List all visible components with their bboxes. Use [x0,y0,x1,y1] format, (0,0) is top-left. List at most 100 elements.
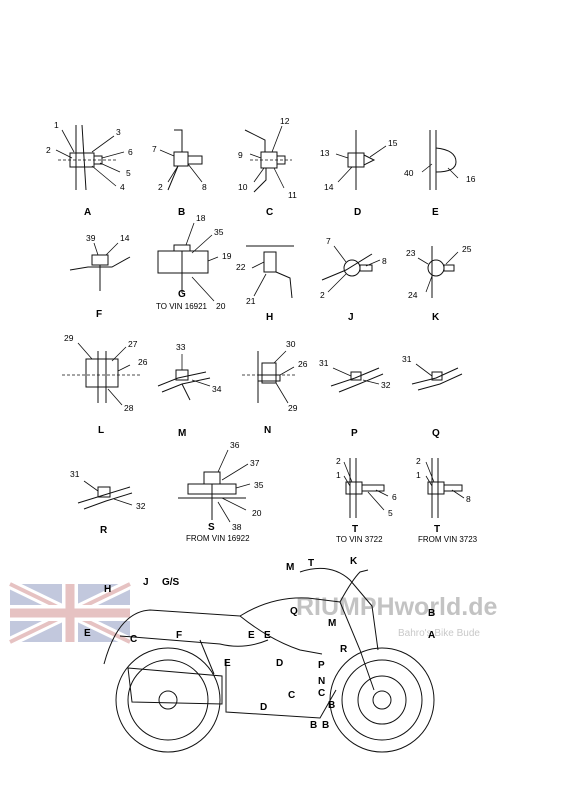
detail-T-from-vin-3723: 2 1 8 T FROM VIN 3723 [416,456,478,544]
detail-letter: S [208,522,215,533]
callout: M [286,562,294,573]
label: 8 [466,494,471,504]
label: 12 [280,116,290,126]
detail-letter: F [96,309,102,320]
watermark-text: RIUMPHworld.de [296,593,497,621]
detail-K: 23 25 24 K [406,244,472,323]
label: 6 [392,492,397,502]
label: 32 [381,380,391,390]
label: 16 [466,174,476,184]
label: 14 [324,182,334,192]
label: 29 [288,403,298,413]
detail-letter: C [266,207,273,218]
motorcycle-drawing: H J G/S M T K B A E C F E E Q E D P R N … [84,556,435,753]
detail-letter: L [98,425,104,436]
callout: E [84,628,91,639]
callout: D [260,702,267,713]
watermark-subtitle: Bahro's Bike Bude [398,628,480,639]
label: 1 [416,470,421,480]
label: 2 [46,145,51,155]
detail-letter: Q [432,428,440,439]
label: 5 [126,168,131,178]
label: 36 [230,440,240,450]
label: 24 [408,290,418,300]
detail-letter: T [352,524,358,535]
callout: K [350,556,358,567]
callout: B [310,720,317,731]
label: 30 [286,339,296,349]
label: 1 [336,470,341,480]
callout: R [340,644,348,655]
label: 3 [116,127,121,137]
callout: A [428,630,435,641]
label: 32 [136,501,146,511]
detail-T-to-vin-3722: 2 1 6 5 T TO VIN 3722 [336,456,397,544]
callout: C [318,688,325,699]
detail-letter: R [100,525,108,536]
label: 26 [138,357,148,367]
detail-E: 40 16 E [404,130,476,218]
label: 33 [176,342,186,352]
label: 20 [216,301,226,311]
callout: E [224,658,231,669]
label: 19 [222,251,232,261]
label: 29 [64,333,74,343]
label: 1 [54,120,59,130]
detail-Q: 31 Q [402,354,463,439]
label: 10 [238,182,248,192]
detail-S: 36 37 35 20 38 S FROM VIN 16922 [178,440,264,543]
label: 15 [388,138,398,148]
label: 38 [232,522,242,532]
detail-N: 30 26 29 N [242,339,308,436]
label: 4 [120,182,125,192]
callout: E [248,630,255,641]
label: 2 [336,456,341,466]
label: 28 [124,403,134,413]
detail-P: 31 32 P [319,358,391,439]
detail-L: 29 27 26 28 L [62,333,148,436]
detail-letter: H [266,312,273,323]
label: 5 [388,508,393,518]
label: 2 [416,456,421,466]
detail-R: 31 32 R [70,469,146,536]
label: 34 [212,384,222,394]
label: 6 [128,147,133,157]
callout: G/S [162,577,180,588]
detail-H: 22 21 H [236,245,294,323]
detail-letter: N [264,425,271,436]
label: 35 [254,480,264,490]
label: 35 [214,227,224,237]
label: 20 [252,508,262,518]
label: 2 [158,182,163,192]
callout: J [143,577,149,588]
callout: M [328,618,336,629]
label: 23 [406,248,416,258]
label: 27 [128,339,138,349]
label: 18 [196,213,206,223]
callout: H [104,584,111,595]
detail-M: 33 34 M [157,342,222,439]
detail-letter: G [178,289,186,300]
label: 11 [288,190,297,200]
callout: N [318,676,325,687]
label: 14 [120,233,130,243]
label: 7 [152,144,157,154]
detail-C: 9 10 11 12 C [238,116,297,218]
label: 2 [320,290,325,300]
callout: C [130,634,137,645]
callout: F [176,630,182,641]
callout: T [308,558,314,569]
detail-letter: B [178,207,185,218]
callout: B [328,700,335,711]
detail-letter: M [178,428,186,439]
callout: B [428,608,435,619]
callout: E [264,630,271,641]
label: 9 [238,150,243,160]
label: 40 [404,168,414,178]
detail-note: FROM VIN 3723 [418,535,478,544]
label: 25 [462,244,472,254]
label: 8 [202,182,207,192]
label: 22 [236,262,246,272]
detail-F: 39 14 F [69,233,131,320]
